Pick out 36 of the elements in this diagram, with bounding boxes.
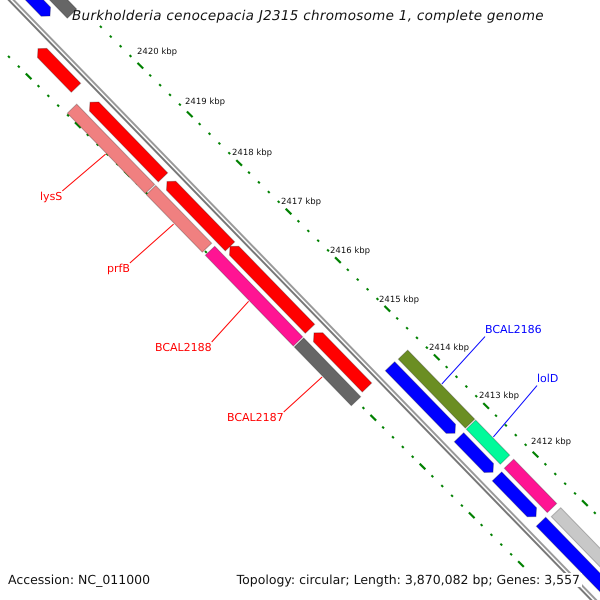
scale-label: 2415 kbp xyxy=(379,296,420,306)
gene-feature xyxy=(492,471,538,518)
scale-label: 2420 kbp xyxy=(137,48,178,58)
gene-label: BCAL2188 xyxy=(155,342,212,355)
gene-label: BCAL2187 xyxy=(227,412,284,425)
leader-line xyxy=(283,376,323,412)
gene-bar xyxy=(66,103,156,194)
gene-bar xyxy=(294,337,362,406)
gene-feature xyxy=(384,361,456,434)
scale-label: 2414 kbp xyxy=(429,344,470,354)
gene-bar xyxy=(146,184,212,253)
gene-label: lysS xyxy=(40,191,62,204)
leader-line xyxy=(492,385,538,438)
gene-feature xyxy=(88,102,168,183)
leader-line xyxy=(62,154,106,192)
gene-feature xyxy=(454,432,494,473)
scale-label: 2419 kbp xyxy=(185,98,226,108)
gene-label: lolD xyxy=(537,373,558,386)
gene-label: BCAL2186 xyxy=(485,324,542,337)
leader-line xyxy=(129,224,174,264)
gene-feature xyxy=(36,48,82,93)
gene-feature xyxy=(312,332,372,393)
scale-label: 2418 kbp xyxy=(232,149,272,159)
title: Burkholderia cenocepacia J2315 chromosome 1, complete genome xyxy=(72,9,544,25)
genome-info-text: Topology: circular; Length: 3,870,082 bp; Genes: 3,557 xyxy=(234,573,582,588)
gene-feature xyxy=(166,180,236,252)
scale-label: 2416 kbp xyxy=(330,247,370,257)
gene-feature xyxy=(228,246,316,334)
scale-label: 2417 kbp xyxy=(281,198,322,208)
gene-bar xyxy=(504,458,558,514)
gene-label: prfB xyxy=(107,263,130,276)
accession-text: Accession: NC_011000 xyxy=(8,573,150,588)
scale-label: 2412 kbp xyxy=(531,438,572,448)
scale-label: 2413 kbp xyxy=(479,392,520,402)
gene-bar xyxy=(466,419,510,465)
leader-line xyxy=(211,300,250,342)
